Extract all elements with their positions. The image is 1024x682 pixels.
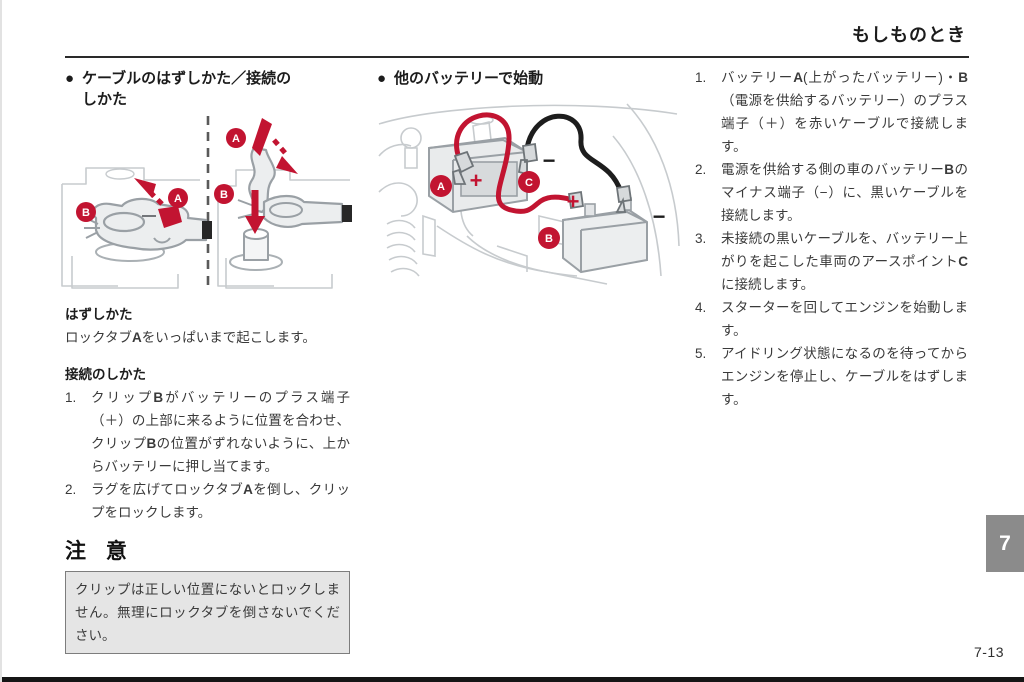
red-jumper-cable	[454, 112, 576, 214]
clip-panel-open: A B	[214, 118, 352, 289]
page-number: 7-13	[973, 644, 1004, 660]
jumpstart-step: 4. スターターを回してエンジンを始動します。	[695, 296, 968, 342]
step-text: 電源を供給する側の車のバッテリーBのマイナス端子（−）に、黒いケーブルを接続しま…	[721, 162, 969, 223]
bullet-icon: ●	[65, 70, 75, 87]
step-number: 3.	[695, 231, 707, 246]
jumpstart-step: 3. 未接続の黒いケーブルを、バッテリー上がりを起こした車両のアースポイントCに…	[695, 227, 968, 296]
label-a-badge: A	[226, 128, 246, 148]
page-title: もしものとき	[852, 25, 966, 45]
connect-step: 1. クリップBがバッテリーのプラス端子（＋）の上部に来るように位置を合わせ、ク…	[65, 386, 350, 478]
step-number: 2.	[65, 482, 77, 497]
lock-tab-red	[158, 206, 182, 228]
section-heading-cable-text: ケーブルのはずしかた／接続の しかた	[82, 70, 292, 108]
unlock-arrow	[134, 178, 164, 206]
svg-text:A: A	[437, 181, 445, 193]
bullet-icon: ●	[377, 70, 387, 87]
right-column: 1. バッテリーA(上がったバッテリー)・B（電源を供給するバッテリー）のプラス…	[695, 66, 968, 411]
jumpstart-steps: 1. バッテリーA(上がったバッテリー)・B（電源を供給するバッテリー）のプラス…	[695, 66, 968, 411]
removal-body: ロックタブAをいっぱいまで起こします。	[65, 330, 316, 345]
section-heading-jumpstart: ● 他のバッテリーで始動	[377, 68, 682, 89]
svg-text:B: B	[220, 189, 228, 201]
press-down-arrow	[245, 190, 265, 234]
connect-step: 2. ラグを広げてロックタブAを倒し、クリップをロックします。	[65, 478, 350, 524]
step-text: アイドリング状態になるのを待ってからエンジンを停止し、ケーブルをはずします。	[721, 346, 968, 407]
clip-illustration: B A	[61, 116, 352, 290]
step-text: 未接続の黒いケーブルを、バッテリー上がりを起こした車両のアースポイントCに接続し…	[721, 231, 968, 292]
header-rule	[65, 56, 969, 58]
chapter-tab: 7	[986, 515, 1024, 572]
label-b-badge: B	[76, 202, 96, 222]
middle-column: ● 他のバッテリーで始動	[377, 68, 682, 93]
step-number: 4.	[695, 300, 707, 315]
label-a-badge: A	[168, 188, 188, 208]
step-text: ラグを広げてロックタブAを倒し、クリップをロックします。	[91, 482, 350, 520]
left-column: ● ケーブルのはずしかた／接続の しかた	[65, 68, 350, 114]
svg-text:C: C	[525, 177, 533, 189]
step-number: 1.	[65, 390, 77, 405]
label-b-badge: B	[538, 227, 560, 249]
cable-clamps	[451, 142, 633, 213]
connect-title: 接続のしかた	[65, 367, 146, 382]
cable-lug-dark	[342, 205, 352, 222]
removal-title: はずしかた	[65, 307, 133, 322]
svg-text:A: A	[232, 133, 240, 145]
step-text: バッテリーA(上がったバッテリー)・B（電源を供給するバッテリー）のプラス端子（…	[721, 70, 969, 154]
step-number: 1.	[695, 70, 707, 85]
minus-sign-c: −	[543, 148, 556, 173]
svg-text:A: A	[174, 193, 182, 205]
removal-section: はずしかた ロックタブAをいっぱいまで起こします。	[65, 303, 350, 349]
jumpstart-step: 1. バッテリーA(上がったバッテリー)・B（電源を供給するバッテリー）のプラス…	[695, 66, 968, 158]
svg-text:B: B	[545, 233, 553, 245]
section-heading-jumpstart-text: 他のバッテリーで始動	[394, 70, 544, 87]
caution-title: 注 意	[65, 540, 134, 563]
black-jumper-cable	[524, 113, 624, 195]
booster-battery	[562, 197, 648, 274]
clip-panel-locked: B A	[61, 167, 212, 289]
caution-section: 注 意 クリップは正しい位置にないとロックしません。無理にロックタブを倒さないで…	[65, 540, 350, 654]
bottom-edge-bar	[2, 677, 1024, 682]
plus-sign-b: +	[567, 189, 580, 214]
label-c-badge: C	[518, 171, 540, 193]
plus-sign-a: +	[470, 168, 483, 193]
step-text: スターターを回してエンジンを始動します。	[721, 300, 968, 338]
cable-lug-dark	[202, 221, 212, 239]
jumpstart-step: 2. 電源を供給する側の車のバッテリーBのマイナス端子（−）に、黒いケーブルを接…	[695, 158, 968, 227]
step-text: クリップBがバッテリーのプラス端子（＋）の上部に来るように位置を合わせ、クリップ…	[91, 390, 351, 474]
battery-terminal	[229, 228, 283, 271]
caution-box: クリップは正しい位置にないとロックしません。無理にロックタブを倒さないでください…	[65, 571, 350, 654]
svg-text:B: B	[82, 207, 90, 219]
label-b-badge: B	[214, 184, 234, 204]
step-number: 2.	[695, 162, 707, 177]
close-tab-arrow	[272, 138, 298, 174]
connect-section: 接続のしかた 1. クリップBがバッテリーのプラス端子（＋）の上部に来るように位…	[65, 363, 350, 524]
step-number: 5.	[695, 346, 707, 361]
lock-tab-raised-red	[252, 118, 272, 156]
section-heading-cable: ● ケーブルのはずしかた／接続の しかた	[65, 68, 350, 110]
connect-steps: 1. クリップBがバッテリーのプラス端子（＋）の上部に来るように位置を合わせ、ク…	[65, 386, 350, 524]
jumpstart-step: 5. アイドリング状態になるのを待ってからエンジンを停止し、ケーブルをはずします…	[695, 342, 968, 411]
minus-sign-b: −	[653, 204, 666, 229]
jumpstart-illustration: + + − − A C B	[378, 103, 680, 285]
label-a-badge: A	[430, 175, 452, 197]
